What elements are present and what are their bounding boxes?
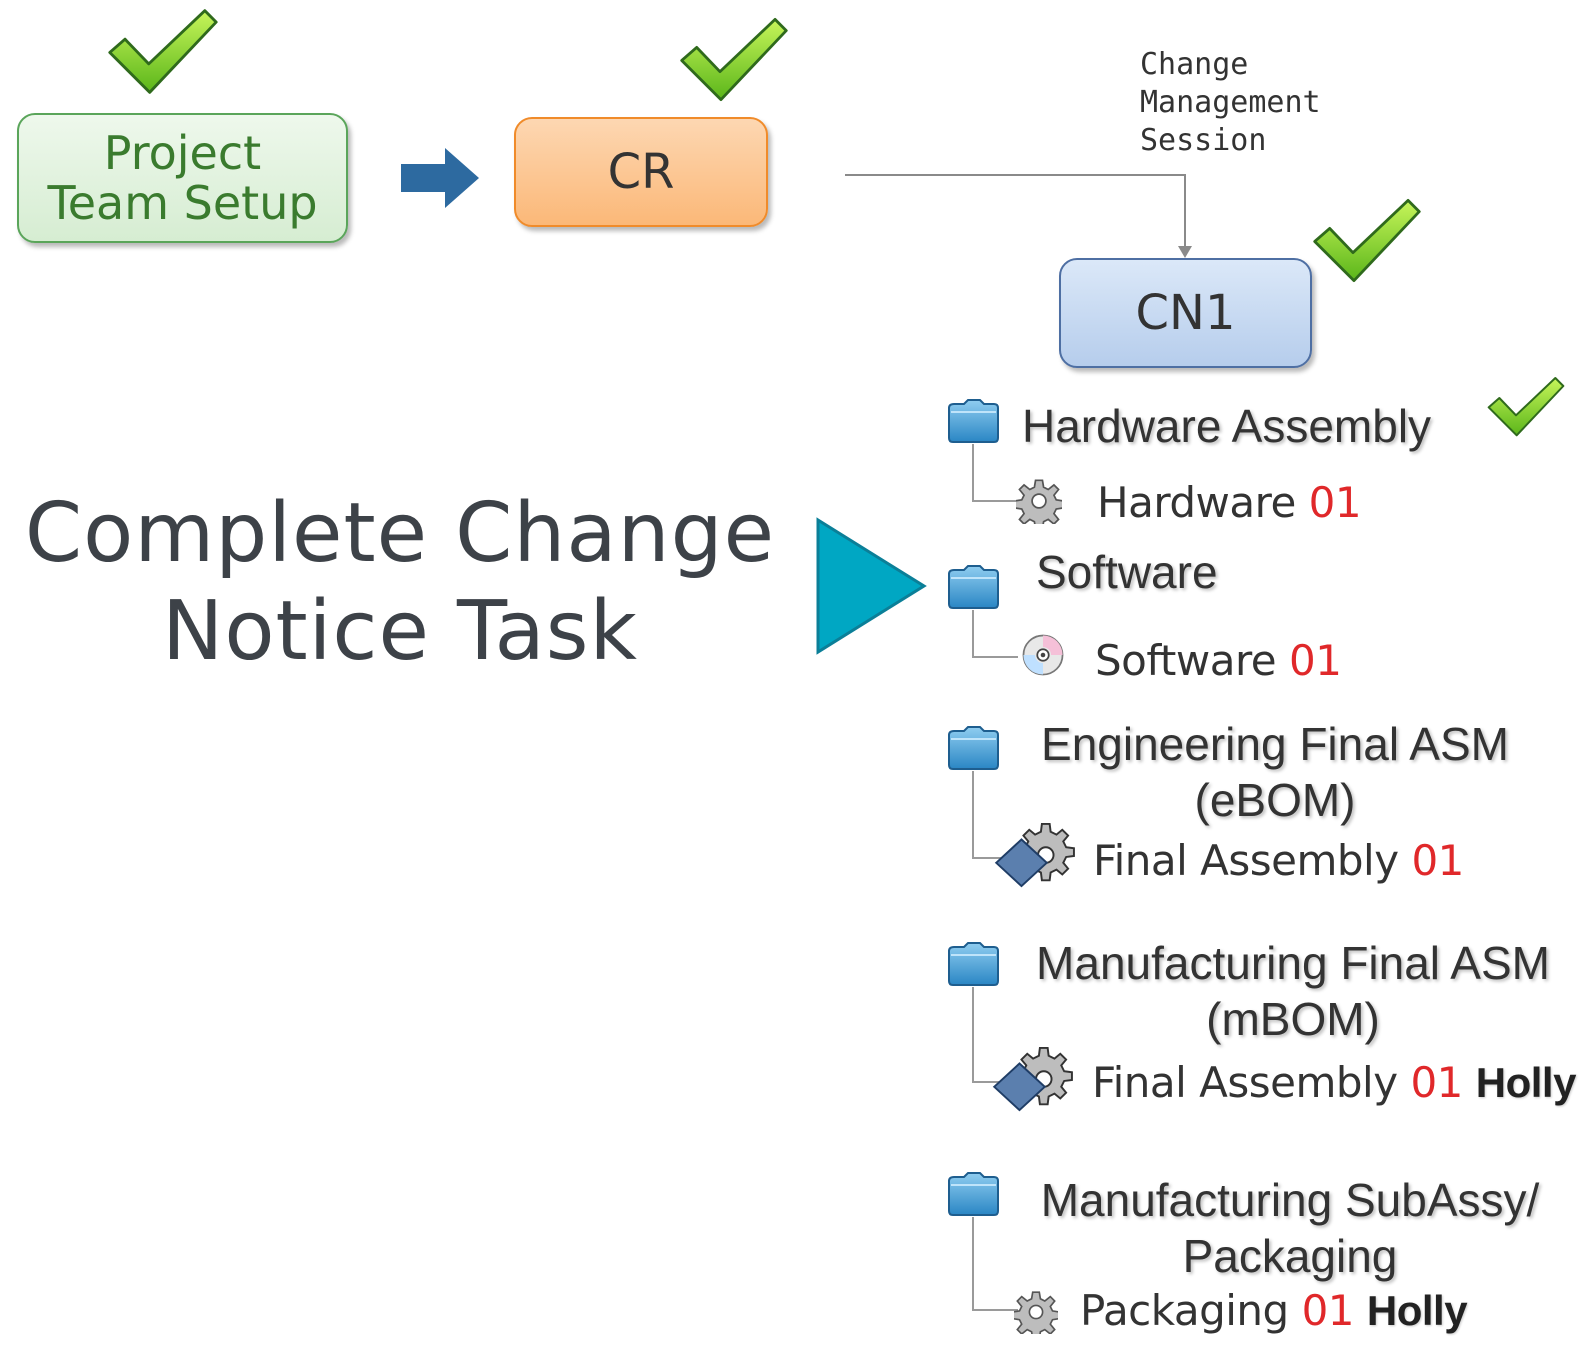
gear-icon (1014, 1290, 1058, 1334)
check-icon (1486, 374, 1566, 440)
project-team-setup-box[interactable]: Project Team Setup (17, 113, 348, 243)
tree-connector (972, 771, 1002, 859)
item-owner: Holly (1366, 1287, 1468, 1334)
item-name: Final Assembly (1093, 836, 1399, 885)
disc-icon (1020, 632, 1066, 678)
group-title-line2: (eBOM) (1194, 774, 1356, 826)
tree-connector (972, 1217, 1018, 1311)
cr-label: CR (607, 144, 675, 200)
group-title-line2: Packaging (1182, 1230, 1398, 1282)
item-revision: 01 (1308, 478, 1362, 527)
folder-icon (946, 725, 1000, 771)
cr-box[interactable]: CR (514, 117, 768, 227)
tree-item-software[interactable]: Software 01 (1095, 636, 1342, 685)
project-team-setup-line2: Team Setup (47, 176, 318, 230)
group-title-line1: Manufacturing Final ASM (1036, 937, 1550, 989)
group-title-line1: Manufacturing SubAssy/ (1040, 1174, 1540, 1226)
item-revision: 01 (1301, 1286, 1355, 1335)
project-team-setup-line1: Project (103, 126, 262, 180)
change-management-session-note: Change Management Session (1140, 46, 1321, 160)
session-note-line3: Session (1140, 123, 1267, 158)
tree-item-hardware[interactable]: Hardware 01 (1097, 478, 1362, 527)
item-revision: 01 (1410, 1058, 1463, 1107)
group-title-line2: (mBOM) (1206, 993, 1380, 1045)
tree-item-final-assembly-ebom[interactable]: Final Assembly 01 (1093, 836, 1464, 885)
item-revision: 01 (1289, 636, 1342, 685)
item-name: Software (1095, 636, 1277, 685)
cn1-label: CN1 (1135, 285, 1236, 341)
pointer-triangle-icon (816, 517, 927, 655)
group-title-line1: Engineering Final ASM (1041, 718, 1509, 770)
group-title-engineering: Engineering Final ASM (eBOM) (1020, 716, 1530, 828)
tree-connector (972, 610, 1018, 658)
tree-item-packaging[interactable]: Packaging 01 Holly (1080, 1286, 1468, 1335)
check-icon (678, 14, 790, 106)
assembly-gear-icon (992, 1046, 1080, 1114)
tree-item-final-assembly-mbom[interactable]: Final Assembly 01 Holly (1092, 1058, 1576, 1107)
folder-icon (946, 398, 1000, 444)
right-arrow-icon (401, 148, 479, 208)
tree-connector (972, 444, 1018, 502)
task-title-line1: Complete Change (24, 486, 776, 581)
cn1-box[interactable]: CN1 (1059, 258, 1312, 368)
group-title-hardware-assembly: Hardware Assembly (1022, 400, 1432, 452)
tree-connector (972, 987, 1000, 1083)
session-note-line2: Management (1140, 85, 1321, 120)
group-title-manufacturing: Manufacturing Final ASM (mBOM) (1025, 935, 1561, 1047)
item-name: Hardware (1097, 478, 1296, 527)
group-title-software: Software (1036, 546, 1218, 598)
item-name: Final Assembly (1092, 1058, 1398, 1107)
item-name: Packaging (1080, 1286, 1289, 1335)
check-icon (1311, 195, 1423, 287)
session-note-line1: Change (1140, 47, 1249, 82)
item-revision: 01 (1411, 836, 1464, 885)
folder-icon (946, 564, 1000, 610)
task-title: Complete Change Notice Task (0, 485, 800, 681)
check-icon (106, 6, 220, 98)
connector-line (845, 174, 1192, 258)
folder-icon (946, 1171, 1000, 1217)
group-title-subassy: Manufacturing SubAssy/ Packaging (1030, 1172, 1550, 1284)
task-title-line2: Notice Task (161, 584, 638, 679)
item-owner: Holly (1475, 1059, 1577, 1106)
folder-icon (946, 941, 1000, 987)
assembly-gear-icon (994, 822, 1082, 890)
gear-icon (1016, 478, 1062, 524)
